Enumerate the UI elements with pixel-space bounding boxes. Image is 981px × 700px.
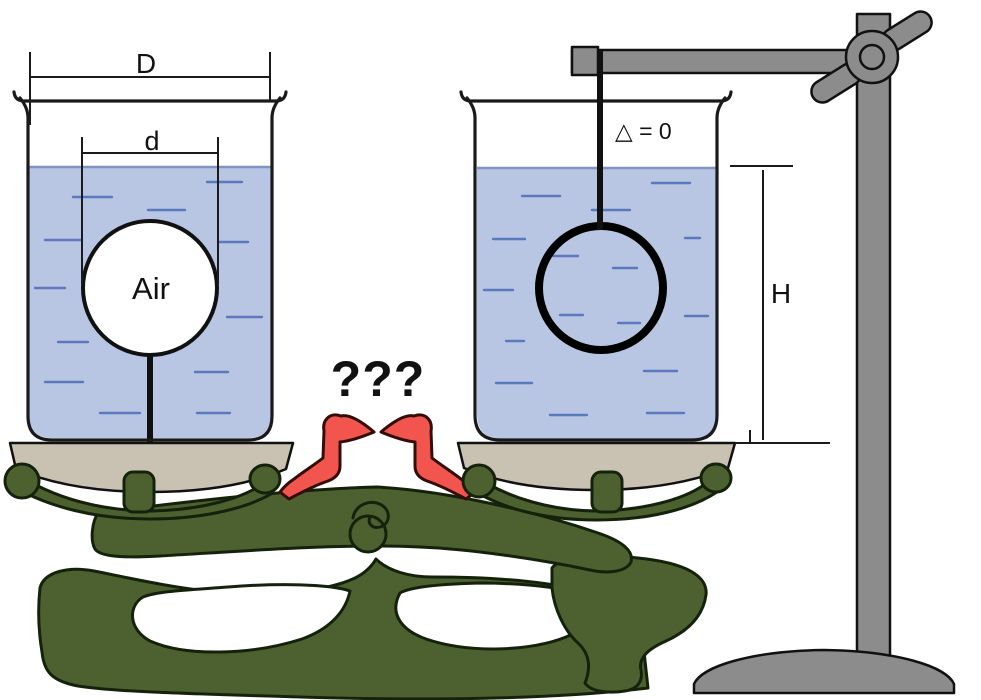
retort-stand [570, 10, 956, 695]
label-air: Air [132, 271, 170, 306]
dimension-H: H [730, 165, 830, 444]
sphere-rod [147, 352, 153, 442]
label-delta-zero: △ = 0 [615, 118, 672, 144]
base-cutout-left [131, 583, 352, 654]
stand-pole [855, 12, 892, 659]
label-D: D [136, 48, 156, 79]
dimension-d: d [81, 126, 219, 284]
stand-base [692, 648, 956, 695]
stand-arm [570, 48, 874, 75]
left-beaker-rim [12, 90, 288, 103]
stand-arm-endcap [570, 45, 600, 77]
pointer-left [278, 413, 376, 501]
label-d: d [144, 126, 159, 156]
right-pan-bracket [461, 462, 733, 522]
dimension-D: D [29, 48, 271, 125]
right-beaker-rim [459, 90, 733, 103]
label-H: H [771, 278, 791, 309]
left-pan-bracket [3, 462, 282, 521]
label-question: ??? [331, 351, 426, 407]
air-sphere [81, 219, 219, 357]
right-beaker [459, 50, 733, 442]
clamp-knob [810, 10, 933, 104]
left-beaker-glass [18, 96, 282, 442]
water-ripples-left [33, 180, 264, 415]
suspension-string [597, 50, 603, 230]
knob-hub [858, 43, 886, 71]
right-water [477, 167, 716, 439]
balance-right-foot [550, 554, 708, 694]
pivot-boss [348, 514, 388, 554]
right-beaker-glass [465, 96, 727, 442]
left-beaker [12, 90, 288, 442]
balance-scale [37, 485, 708, 700]
pivot-scroll [351, 501, 390, 529]
